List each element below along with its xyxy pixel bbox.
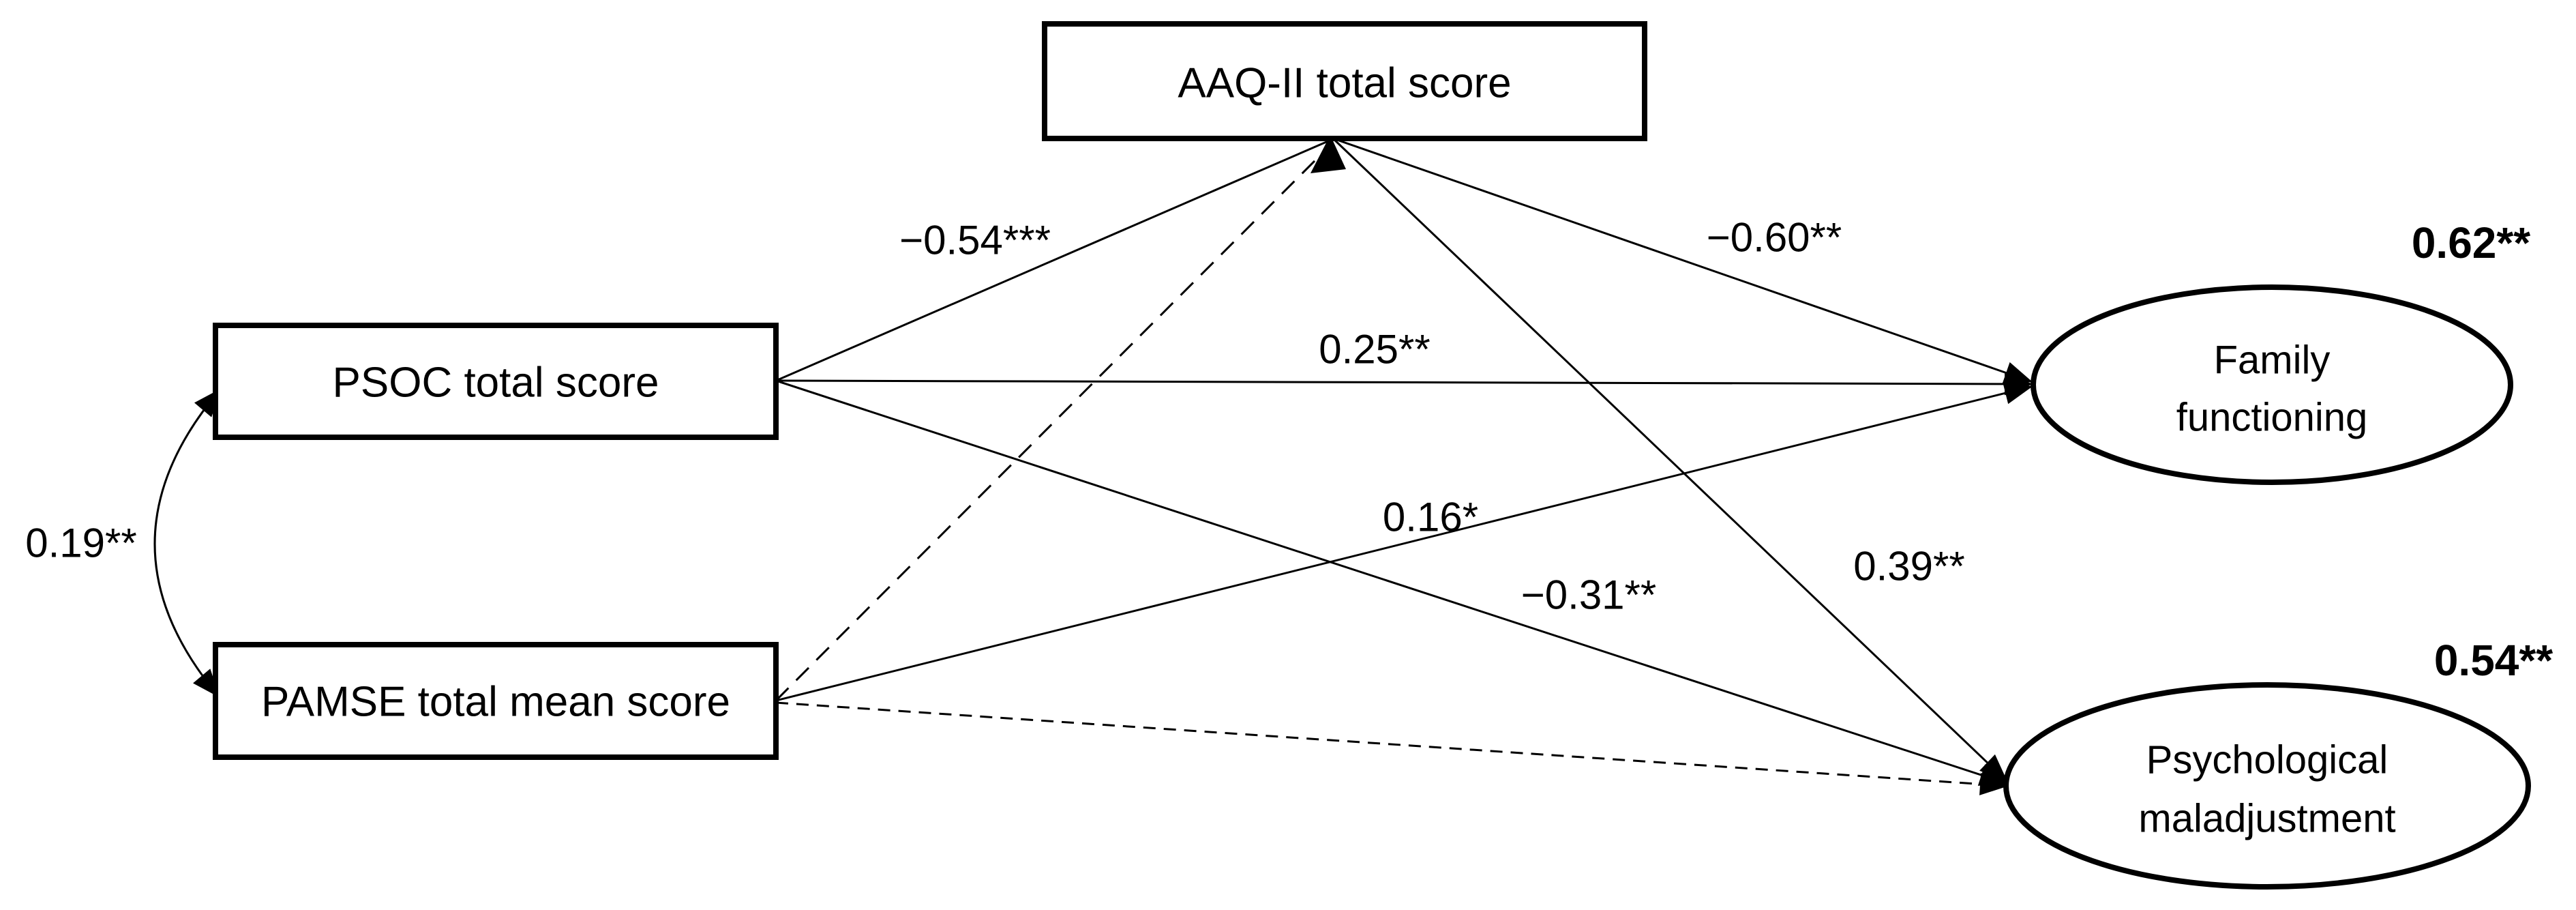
arrowhead-into-aaq-icon bbox=[1311, 135, 1346, 173]
coef-psoc-to-psych: −0.31** bbox=[1521, 572, 1657, 618]
node-label-pamse: PAMSE total mean score bbox=[261, 679, 730, 726]
node-ellipse-family bbox=[2031, 284, 2513, 485]
node-box-psoc bbox=[213, 323, 779, 440]
path-line-aaq-to-psych bbox=[1332, 137, 2008, 782]
coef-psoc-pamse-covariance: 0.19** bbox=[25, 520, 136, 566]
coef-aaq-to-psych: 0.39** bbox=[1853, 544, 1964, 589]
variance-psych: 0.54** bbox=[2434, 636, 2553, 685]
node-label-psych-line1: Psychological bbox=[2146, 738, 2388, 782]
variance-family: 0.62** bbox=[2412, 218, 2530, 267]
path-line-psoc-to-family bbox=[775, 372, 2033, 396]
path-line-aaq-to-family bbox=[1332, 137, 2033, 384]
path-line-pamse-to-psych bbox=[775, 701, 2009, 795]
coef-psoc-to-family: 0.25** bbox=[1319, 327, 1430, 372]
path-line-pamse-to-family bbox=[775, 382, 2033, 702]
node-label-psych-line2: maladjustment bbox=[2138, 797, 2395, 841]
node-label-family-line1: Family bbox=[2214, 338, 2331, 383]
node-box-aaq bbox=[1042, 21, 1647, 141]
node-ellipse-psych bbox=[2003, 682, 2531, 890]
node-label-family-line2: functioning bbox=[2176, 396, 2368, 440]
node-box-pamse bbox=[213, 642, 779, 760]
covariance-arrow-psoc-pamse bbox=[153, 388, 222, 698]
path-line-psoc-to-psych bbox=[775, 379, 2009, 786]
coef-aaq-to-family: −0.60** bbox=[1707, 215, 1842, 261]
coef-psoc-to-aaq: −0.54*** bbox=[899, 218, 1051, 263]
coef-pamse-to-family: 0.16* bbox=[1383, 495, 1478, 540]
node-label-aaq: AAQ-II total score bbox=[1178, 60, 1511, 107]
path-line-psoc-to-aaq bbox=[775, 139, 1330, 382]
path-line-pamse-to-aaq bbox=[775, 143, 1332, 702]
node-label-psoc: PSOC total score bbox=[333, 359, 659, 407]
